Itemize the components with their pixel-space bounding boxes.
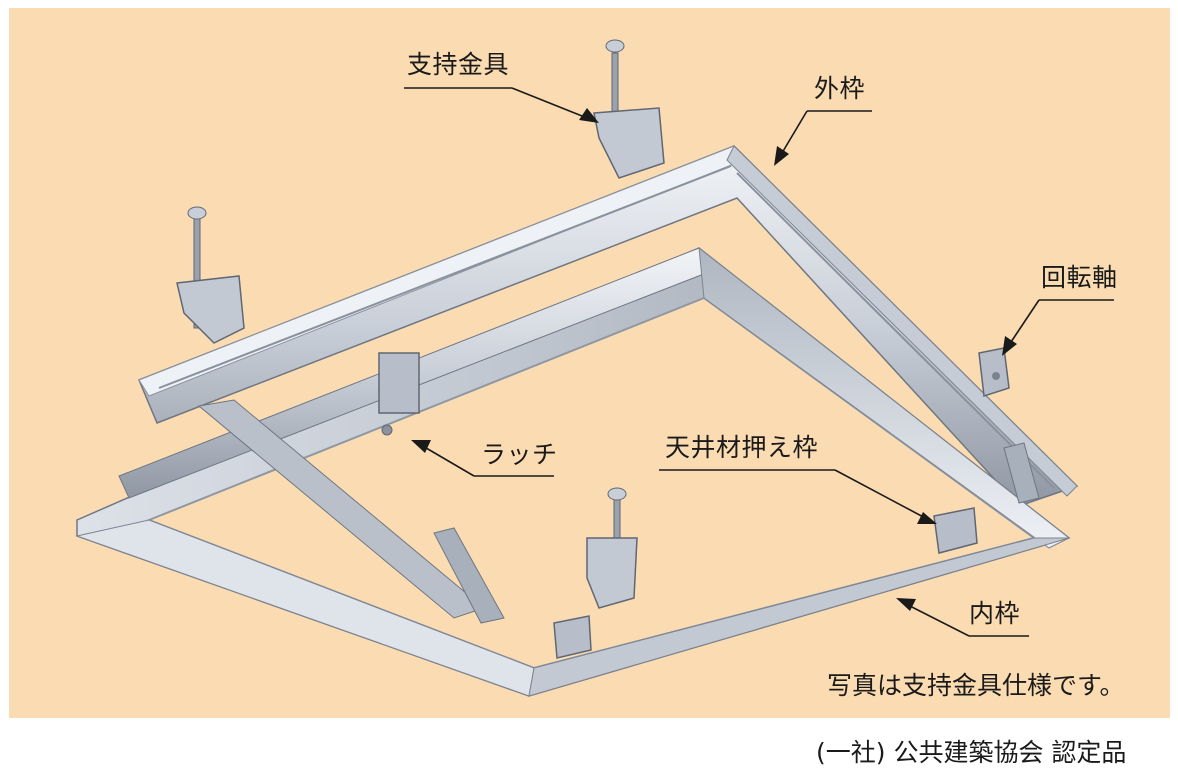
- photo-caption: 写真は支持金具仕様です。: [827, 671, 1125, 700]
- outer-frame: [138, 145, 1079, 507]
- label-latch: ラッチ: [481, 440, 558, 469]
- label-outer-frame: 外枠: [814, 74, 866, 103]
- photo-panel: 支持金具 外枠 回転軸 ラッチ 天井材押え枠 内枠 写真は支持金具仕様です。: [9, 8, 1170, 718]
- label-inner-frame: 内枠: [969, 599, 1021, 628]
- access-hatch-illustration: [75, 39, 1114, 697]
- support-bracket-bottom: [586, 487, 638, 609]
- latch: [378, 352, 420, 436]
- leader-lines: [404, 87, 1114, 637]
- link-arms: [197, 399, 1040, 624]
- label-ceiling-hold-frame: 天井材押え枠: [665, 433, 819, 462]
- pivot-shaft: [978, 347, 1010, 397]
- support-bracket-left: [176, 206, 245, 344]
- label-support-bracket: 支持金具: [407, 50, 510, 79]
- certification-note: (一社) 公共建築協会 認定品: [816, 738, 1127, 767]
- label-pivot-shaft: 回転軸: [1041, 263, 1118, 292]
- support-bracket-top: [593, 39, 665, 179]
- ceiling-hold-clips: [553, 507, 978, 659]
